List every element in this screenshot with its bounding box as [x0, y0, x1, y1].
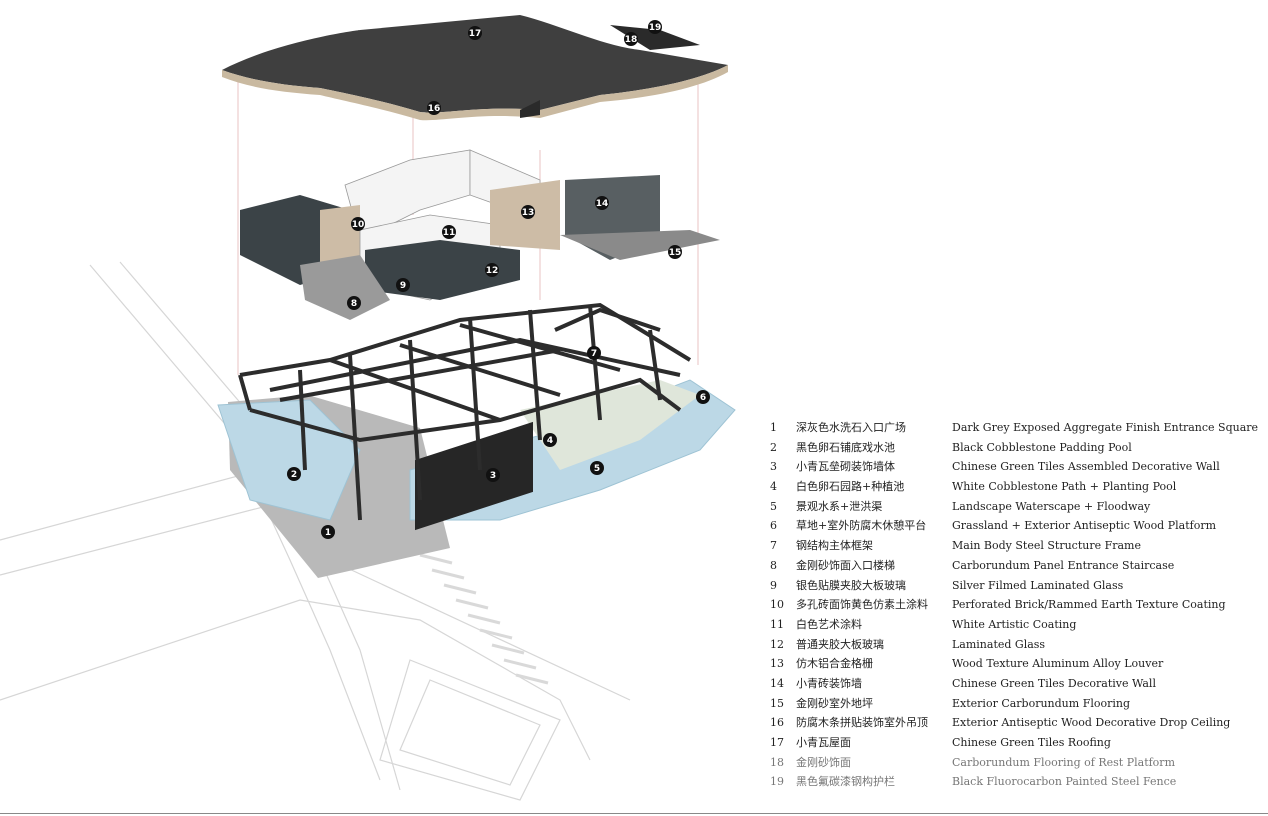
callout-14: 14 [595, 196, 609, 210]
callout-2: 2 [287, 467, 301, 481]
svg-text:5: 5 [594, 464, 600, 474]
svg-text:3: 3 [490, 471, 496, 481]
callout-11: 11 [442, 225, 456, 239]
parking-stripes [409, 538, 549, 685]
svg-text:8: 8 [351, 299, 357, 309]
callout-10: 10 [351, 217, 365, 231]
svg-text:18: 18 [625, 35, 638, 45]
svg-text:4: 4 [547, 436, 553, 446]
callout-12: 12 [485, 263, 499, 277]
building-level [240, 149, 720, 320]
svg-text:1: 1 [325, 528, 331, 538]
svg-text:14: 14 [596, 199, 609, 209]
steel-frame [238, 302, 692, 521]
svg-text:12: 12 [486, 266, 499, 276]
roof-level [222, 15, 728, 121]
svg-text:16: 16 [428, 104, 441, 114]
callout-1: 1 [321, 525, 335, 539]
callout-15: 15 [668, 245, 682, 259]
callout-4: 4 [543, 433, 557, 447]
callout-13: 13 [521, 205, 535, 219]
callout-3: 3 [486, 468, 500, 482]
ground-level [217, 379, 736, 578]
svg-text:9: 9 [400, 281, 406, 291]
svg-text:15: 15 [669, 248, 682, 258]
svg-text:13: 13 [522, 208, 535, 218]
svg-text:19: 19 [649, 23, 662, 33]
svg-text:2: 2 [291, 470, 297, 480]
svg-text:17: 17 [469, 29, 482, 39]
callout-6: 6 [696, 390, 710, 404]
svg-text:6: 6 [700, 393, 706, 403]
callout-8: 8 [347, 296, 361, 310]
callout-18: 18 [624, 32, 638, 46]
tile-wall [415, 421, 533, 531]
callout-19: 19 [648, 20, 662, 34]
callout-5: 5 [590, 461, 604, 475]
callout-17: 17 [468, 26, 482, 40]
callout-9: 9 [396, 278, 410, 292]
svg-text:10: 10 [352, 220, 365, 230]
exploded-axonometric-diagram: 1 2 3 4 5 6 7 8 9 10 11 12 13 14 15 16 1… [0, 15, 736, 801]
svg-text:11: 11 [443, 228, 456, 238]
svg-text:7: 7 [591, 349, 597, 359]
callout-markers: 1 2 3 4 5 6 7 8 9 10 11 12 13 14 15 16 1… [287, 20, 710, 539]
callout-7: 7 [587, 346, 601, 360]
callout-16: 16 [427, 101, 441, 115]
bottom-rule [0, 813, 1268, 814]
